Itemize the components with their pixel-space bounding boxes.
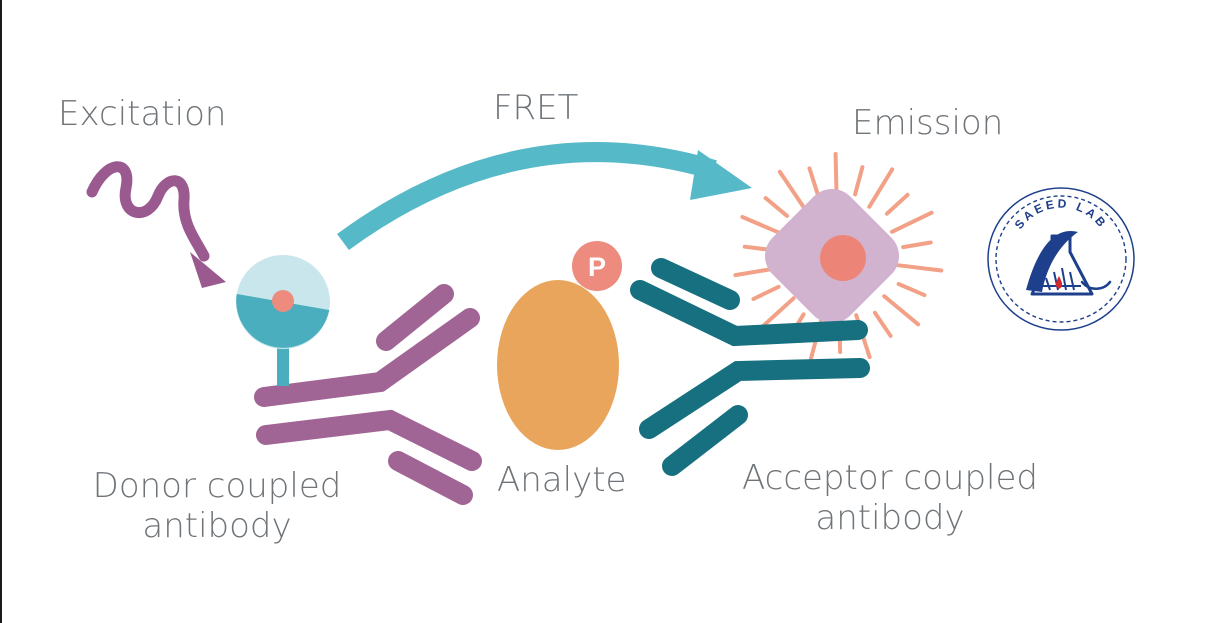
donor-fluorophore — [236, 255, 330, 386]
excitation-wave-arrow — [86, 161, 226, 288]
analyte-label: Analyte — [497, 460, 627, 500]
acceptor-antibody — [630, 258, 870, 476]
donor-label-line1: Donor coupled — [92, 466, 342, 506]
excitation-label: Excitation — [58, 94, 227, 134]
acceptor-core — [820, 235, 866, 281]
analyte-ellipse — [497, 280, 619, 450]
emission-ray — [901, 240, 933, 250]
logo-swoosh — [1026, 230, 1078, 292]
phospho-letter: P — [588, 252, 606, 282]
donor-antibody — [254, 284, 482, 505]
emission-ray — [740, 215, 785, 237]
acceptor-label-line1: Acceptor coupled — [741, 458, 1039, 498]
emission-ray — [867, 167, 895, 209]
fret-arrowhead — [690, 150, 752, 200]
emission-ray — [890, 210, 934, 234]
left-border-line — [0, 0, 2, 623]
emission-ray — [896, 282, 927, 298]
emission-ray — [807, 166, 820, 198]
saeed-lab-logo: SAEED LAB — [987, 187, 1135, 331]
donor-antibody-label: Donor coupled antibody — [86, 466, 348, 546]
emission-ray — [882, 294, 921, 327]
acceptor-antibody-label: Acceptor coupled antibody — [730, 458, 1050, 538]
phospho-badge: P — [572, 241, 622, 291]
emission-ray — [759, 296, 796, 330]
emission-ray — [853, 165, 865, 197]
emission-ray — [884, 192, 910, 216]
emission-ray — [895, 263, 944, 273]
excitation-arrowhead — [190, 252, 226, 288]
emission-ray — [763, 196, 790, 218]
acceptor-fluorophore — [764, 188, 900, 324]
emission-label: Emission — [852, 103, 1004, 143]
donor-label-line2: antibody — [142, 506, 292, 547]
logo-blood-drop-icon — [1055, 276, 1063, 289]
emission-ray — [751, 284, 781, 301]
acceptor-label-line2: antibody — [815, 498, 965, 539]
fret-arrow — [337, 142, 752, 251]
emission-ray — [777, 169, 807, 211]
emission-ray — [872, 310, 893, 338]
fret-label: FRET — [493, 88, 579, 128]
